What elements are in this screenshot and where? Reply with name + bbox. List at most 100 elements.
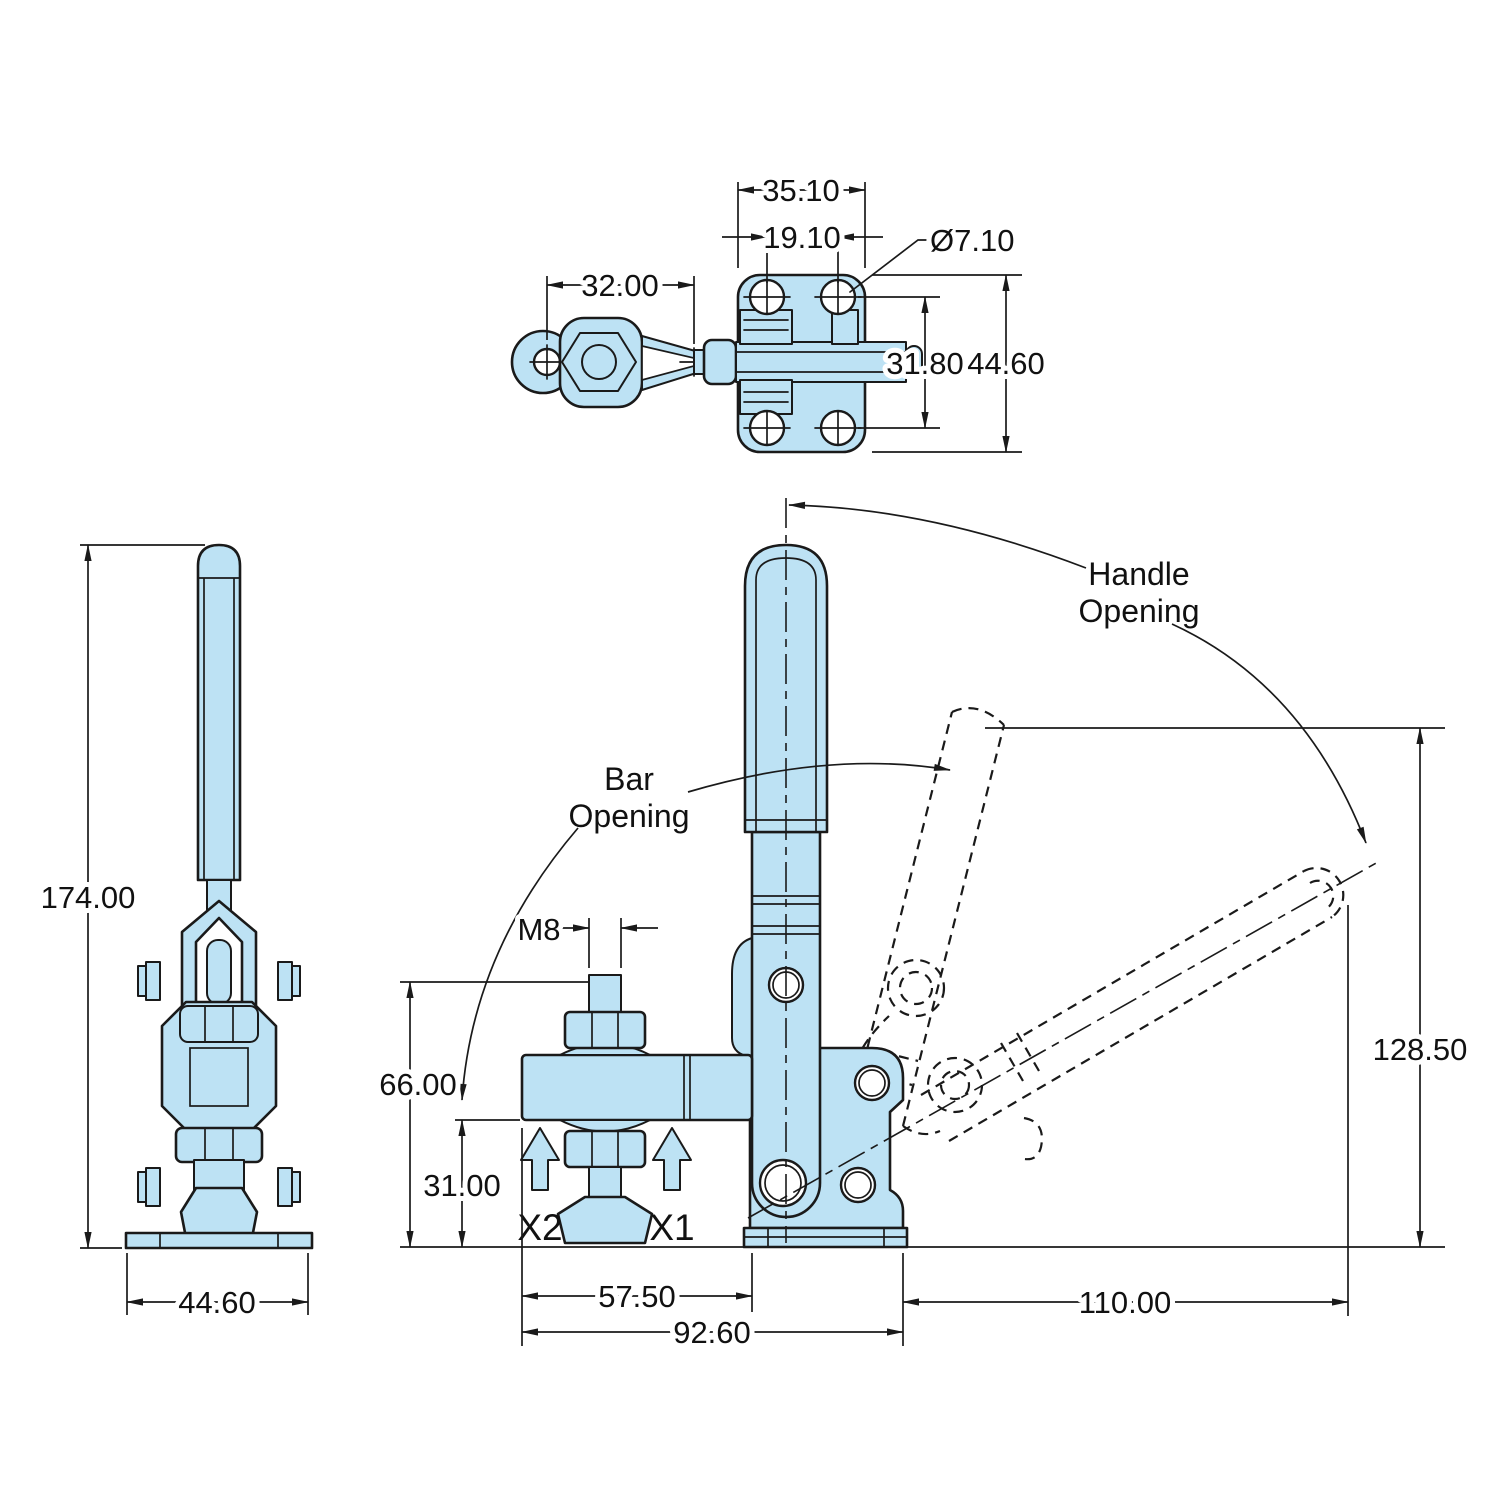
side-trunnion-right [277, 961, 293, 1001]
bar-opening-annotation: Bar Opening [459, 761, 951, 1101]
clamp-arm-section-lines [683, 1054, 691, 1121]
force-arrow-x1 [652, 1127, 692, 1191]
side-trunnion-left [145, 961, 161, 1001]
open-boss-upper-outer [886, 958, 946, 1018]
centerline-open-axis [747, 861, 1379, 1219]
dim-top-arm-length: 32.00 [546, 263, 695, 344]
spindle-nut-lower [563, 1129, 647, 1169]
top-knuckle [702, 338, 738, 386]
open-boss-lower-inner [939, 1069, 971, 1101]
label-handle-opening-2: Opening [1079, 593, 1200, 629]
dim-spindle-height: 66.00 [374, 981, 588, 1248]
side-lower-nut-facets [204, 1127, 234, 1163]
side-rod [206, 939, 232, 1005]
side-base-flange [124, 1231, 314, 1250]
top-bar-plate-upper-lines [743, 319, 789, 331]
top-bar-plate-lower [739, 379, 793, 415]
dim-text-hole-diameter: Ø7.10 [930, 223, 1014, 258]
dim-bar-length: 57.50 [521, 1128, 753, 1346]
side-knuckle-nut [179, 1005, 259, 1043]
link-pivot-hole-inner [858, 1069, 886, 1097]
dim-text-hole-spacing-h: 31.80 [886, 346, 964, 381]
open-bar-edge-lower [948, 916, 1333, 1142]
open-bar-clamp-ticks [1000, 1032, 1040, 1082]
handle-opening-arc-right [1171, 623, 1367, 844]
dim-text-open-height: 128.50 [1373, 1032, 1468, 1067]
label-bar-opening-1: Bar [604, 761, 654, 797]
side-pin-right [277, 1167, 293, 1207]
dim-text-side-overall-height: 174.00 [41, 880, 136, 915]
side-pin-left [145, 1167, 161, 1207]
main-pivot-hole-outer [758, 1158, 808, 1208]
top-shaft-lines [735, 351, 907, 373]
dim-text-m8: M8 [517, 912, 560, 947]
label-x2: X2 [517, 1207, 562, 1248]
front-view: X2 X1 Bar Opening Handle Opening M8 [374, 498, 1472, 1355]
spindle-shaft-lower [588, 1166, 622, 1198]
dim-text-handle-reach: 110.00 [1079, 1285, 1172, 1320]
side-pin-cap-right [291, 1171, 301, 1203]
dim-text-overall-width: 35.10 [762, 173, 840, 208]
label-handle-opening-1: Handle [1088, 556, 1189, 592]
clamp-arm [520, 1053, 754, 1122]
top-ring-crosshair [529, 344, 565, 380]
open-bar-end-cap-inner [1309, 879, 1335, 910]
dim-text-bar-length: 57.50 [598, 1279, 676, 1314]
dim-text-side-base-width: 44.60 [178, 1285, 256, 1320]
top-view: 35.10 19.10 32.00 Ø7.10 31.80 44.60 [510, 168, 1050, 454]
spindle-stud [588, 974, 622, 1016]
side-knuckle-window [189, 1047, 249, 1107]
top-bar-plate-upper [739, 309, 793, 345]
side-pin-cap-left [137, 1171, 147, 1203]
side-handle [196, 543, 242, 882]
dim-open-height: 128.50 [985, 727, 1472, 1248]
main-pivot-hole-inner [764, 1164, 802, 1202]
dim-top-hole-spacing-w: 19.10 [722, 215, 883, 283]
dim-top-hole-diameter: Ø7.10 [849, 218, 1019, 293]
dim-text-spindle-height: 66.00 [379, 1067, 457, 1102]
dim-handle-reach: 110.00 [902, 905, 1349, 1325]
bar-opening-arc-left [459, 827, 579, 1101]
dim-top-hole-spacing-h: 31.80 [858, 296, 969, 429]
spindle-nut-upper [563, 1010, 647, 1050]
dim-m8: M8 [512, 907, 658, 968]
lower-pivot-hole-outer [839, 1166, 877, 1204]
top-pin [831, 309, 859, 345]
top-shaft-band [735, 341, 907, 383]
dim-text-arm-length: 32.00 [581, 268, 659, 303]
side-spindle [193, 1159, 245, 1191]
side-base-flange-ticks [159, 1232, 279, 1249]
top-bar-plate-lower-lines [743, 391, 789, 403]
bar-opening-arc-right [687, 762, 951, 793]
dim-text-top-overall-height: 44.60 [967, 346, 1045, 381]
label-bar-opening-2: Opening [569, 798, 690, 834]
dim-top-overall-width: 35.10 [737, 168, 866, 268]
dim-text-bar-height: 31.00 [423, 1168, 501, 1203]
side-view: 174.00 44.60 [36, 543, 314, 1325]
open-bar-end-cap [1303, 866, 1345, 918]
link-pivot-hole-outer [853, 1064, 891, 1102]
dim-bar-height: 31.00 [418, 1119, 520, 1248]
top-nut-bore [581, 344, 617, 380]
dim-top-overall-height: 44.60 [872, 274, 1050, 453]
handle-opening-arc-left [788, 501, 1087, 569]
label-x1: X1 [649, 1207, 694, 1248]
side-lower-nut [174, 1126, 264, 1164]
side-fork [180, 899, 258, 1010]
open-handle-edge-right [901, 724, 1006, 1127]
side-knuckle-nut-facets [204, 1005, 234, 1043]
side-trunnion-cap-right [291, 965, 301, 997]
dim-side-overall-height: 174.00 [36, 544, 205, 1249]
body-ear [731, 937, 753, 1059]
dim-text-hole-spacing-w: 19.10 [763, 220, 841, 255]
lower-pivot-hole-inner [844, 1171, 872, 1199]
rubber-foot [556, 1195, 654, 1245]
open-spindle-hook [1019, 1116, 1043, 1161]
handle-grip [743, 543, 829, 834]
top-mounting-holes [743, 278, 862, 447]
front-base-flange-lines [743, 1227, 908, 1248]
open-boss-upper-inner [898, 970, 934, 1006]
dim-side-base-width: 44.60 [126, 1253, 309, 1325]
